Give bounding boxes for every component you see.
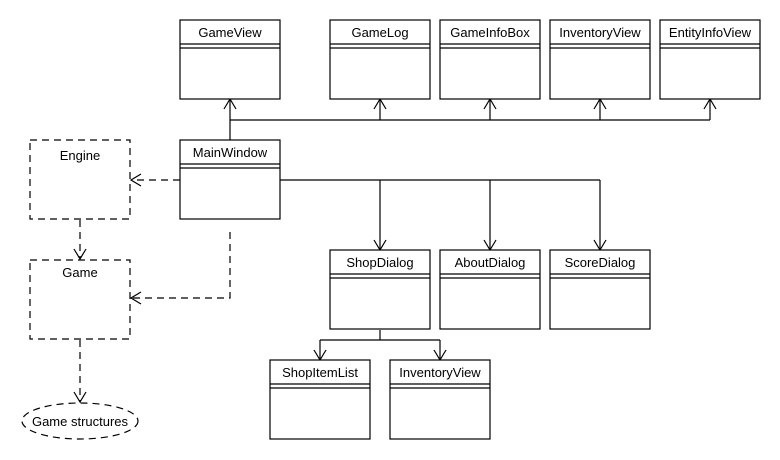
- package-engine: Engine: [29, 139, 131, 220]
- class-name: GameView: [198, 25, 262, 40]
- package-name: Game structures: [32, 414, 129, 429]
- class-mainwindow: MainWindow: [179, 139, 281, 220]
- arrowhead-game: [129, 291, 142, 305]
- package-name: Game: [62, 265, 97, 280]
- class-name: GameLog: [351, 25, 408, 40]
- class-name: InventoryView: [399, 365, 481, 380]
- class-name: EntityInfoView: [669, 25, 752, 40]
- package-game-structures: Game structures: [21, 402, 139, 440]
- class-gameview: GameView: [179, 19, 281, 100]
- class-gamelog: GameLog: [329, 19, 431, 100]
- class-name: InventoryView: [559, 25, 641, 40]
- class-inventoryview-bottom: InventoryView: [389, 359, 491, 440]
- class-name: ShopItemList: [282, 365, 358, 380]
- class-name: AboutDialog: [455, 255, 526, 270]
- class-scoredialog: ScoreDialog: [549, 249, 651, 330]
- arrowhead-engine: [129, 173, 142, 187]
- package-game: Game: [29, 259, 131, 340]
- class-name: ScoreDialog: [565, 255, 636, 270]
- edge-mainwindow-game: [131, 232, 231, 299]
- class-name: MainWindow: [193, 145, 268, 160]
- arrowhead-game-structures: [73, 391, 87, 404]
- class-shopitemlist: ShopItemList: [269, 359, 371, 440]
- class-inventoryview-top: InventoryView: [549, 19, 651, 100]
- class-aboutdialog: AboutDialog: [439, 249, 541, 330]
- arrowhead-engine-game: [73, 248, 87, 261]
- connectors: [73, 97, 717, 404]
- class-gameinfobox: GameInfoBox: [439, 19, 541, 100]
- class-name: GameInfoBox: [450, 25, 530, 40]
- package-name: Engine: [60, 148, 100, 163]
- class-name: ShopDialog: [346, 255, 413, 270]
- class-entityinfoview: EntityInfoView: [659, 19, 761, 100]
- class-shopdialog: ShopDialog: [329, 249, 431, 330]
